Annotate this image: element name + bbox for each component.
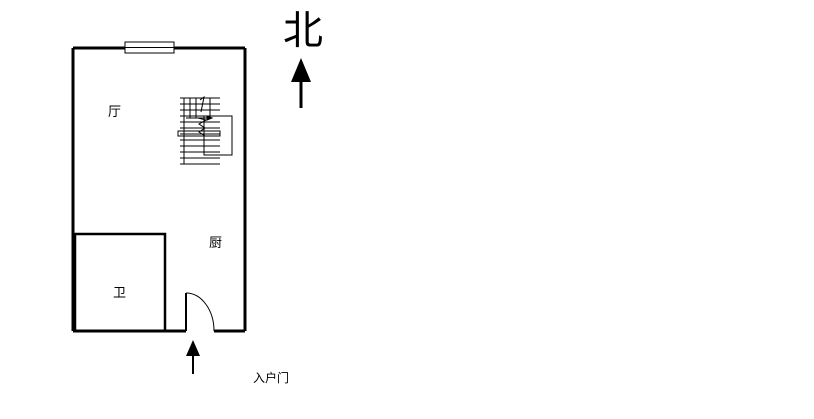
north-label: 北 <box>283 8 323 54</box>
entrance-arrow-icon <box>186 340 200 374</box>
bathroom-walls <box>73 232 167 333</box>
outer-walls <box>71 46 247 333</box>
staircase-icon <box>177 95 233 165</box>
north-arrow-icon <box>291 58 311 108</box>
door-swing-icon <box>185 292 215 332</box>
entrance-label: 入户门 <box>253 371 290 385</box>
window-icon <box>124 41 175 54</box>
room-label-living: 厅 <box>108 105 122 120</box>
room-label-bathroom: 卫 <box>113 286 127 301</box>
room-label-kitchen: 厨 <box>209 236 223 251</box>
